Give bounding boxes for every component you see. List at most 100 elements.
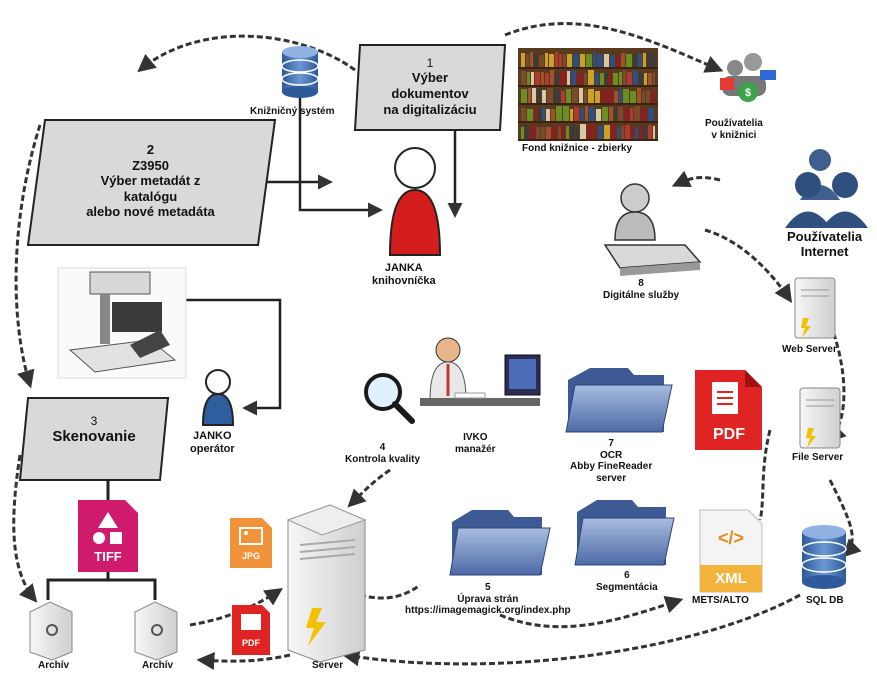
book-spine — [550, 70, 554, 85]
book-spine — [648, 108, 654, 121]
step2-line-4: alebo nové metadáta — [86, 204, 215, 220]
book-spine — [593, 52, 596, 67]
ivko-role: manažér — [455, 443, 496, 455]
step3-label: 3 Skenovanie — [25, 414, 163, 446]
book-spine — [638, 54, 642, 67]
book-spine — [541, 72, 544, 85]
book-spine — [633, 71, 638, 85]
book-spine — [542, 90, 546, 103]
book-spine — [597, 54, 603, 67]
book-spine — [633, 54, 637, 67]
book-spine — [641, 108, 647, 121]
book-spine — [584, 90, 587, 103]
step7-line-1: OCR — [600, 449, 623, 461]
book-spine — [605, 72, 608, 85]
book-spine — [530, 125, 535, 139]
book-spine — [567, 54, 572, 67]
step1-label: 1 Výber dokumentov na digitalizáciu — [360, 56, 500, 117]
tiff-icon — [78, 500, 138, 572]
book-spine — [539, 55, 544, 67]
book-spine — [646, 90, 650, 103]
book-spine — [562, 125, 565, 139]
book-spine — [574, 107, 579, 121]
server-label: Server — [312, 660, 344, 671]
step2-label: 2 Z3950 Výber metadát z katalógu alebo n… — [38, 142, 263, 220]
web-server-label: Web Server — [782, 344, 837, 355]
file-server-label: File Server — [792, 452, 844, 463]
book-spine — [604, 54, 609, 67]
step1-line-3: na digitalizáciu — [383, 101, 477, 117]
step1-line-1: Výber — [411, 70, 449, 86]
shelf-board — [518, 85, 658, 87]
pdf-icon-small — [232, 605, 270, 655]
book-spine — [619, 89, 622, 103]
sql-db-icon — [801, 525, 847, 589]
manager-icon — [420, 337, 541, 406]
book-spine — [580, 108, 584, 121]
book-spine — [623, 89, 629, 103]
jpg-icon — [230, 518, 272, 568]
book-spine — [634, 106, 640, 121]
book-spine — [546, 127, 551, 139]
step4-label: 4 Kontrola kvality — [345, 442, 420, 465]
step5-line-1: Úprava strán — [457, 593, 519, 605]
book-spine — [531, 72, 534, 85]
book-spine — [555, 52, 558, 67]
step4-title: Kontrola kvality — [345, 453, 421, 465]
book-spine — [534, 108, 537, 121]
shelf-board — [518, 103, 658, 105]
library-system-label: Knižničný systém — [250, 106, 335, 117]
book-spine — [538, 107, 541, 121]
book-spine — [552, 126, 557, 139]
book-spine — [551, 109, 555, 121]
janko-name: JANKO — [193, 430, 232, 442]
pdf-icon-large — [695, 370, 762, 450]
book-spine — [643, 53, 646, 67]
book-spine — [600, 73, 604, 85]
book-spine — [624, 108, 629, 121]
book-spine — [571, 70, 576, 85]
archive-icon-2 — [134, 601, 178, 661]
xml-badge-text: XML — [715, 570, 747, 587]
step6-label: 6 Segmentácia — [596, 570, 658, 593]
shelf-board — [518, 139, 658, 141]
archive-icon-1 — [29, 601, 73, 661]
book-spine — [527, 72, 530, 85]
step6-title: Segmentácia — [596, 581, 658, 593]
book-spine — [618, 107, 623, 121]
book-spine — [631, 126, 634, 139]
book-spine — [596, 109, 601, 121]
users-library-icon: $ — [720, 53, 776, 102]
bookshelf-icon — [518, 48, 658, 141]
janko-role: operátor — [190, 442, 235, 455]
xml-icon — [699, 509, 763, 593]
sql-db-label: SQL DB — [806, 595, 844, 606]
book-spine — [572, 88, 578, 103]
step6-number: 6 — [624, 570, 630, 581]
book-spine — [577, 73, 583, 85]
step2-line-2: Výber metadát z — [100, 173, 201, 189]
book-spine — [547, 88, 553, 103]
step8-number: 8 — [638, 278, 644, 289]
step8-title: Digitálne služby — [603, 289, 680, 301]
book-spine — [585, 106, 588, 121]
tiff-branch — [46, 480, 157, 600]
step2-line-3: katalógu — [123, 188, 178, 204]
ivko-name: IVKO — [463, 432, 488, 443]
step5-line-2: https://imagemagick.org/index.php — [405, 605, 571, 616]
janka-name: JANKA — [384, 262, 423, 274]
book-spine — [526, 54, 529, 67]
book-spine — [652, 52, 655, 67]
book-spine — [604, 125, 610, 139]
book-spine — [580, 54, 585, 67]
book-spine — [639, 73, 643, 85]
ivko-label: IVKO manažér — [455, 432, 496, 455]
book-spine — [595, 73, 599, 85]
step3-box — [18, 397, 170, 481]
book-spine — [527, 109, 533, 121]
archive-label-2: Archív — [142, 660, 174, 671]
book-spine — [616, 55, 620, 67]
svg-text:$: $ — [745, 87, 751, 99]
folder-icon-ocr — [565, 368, 673, 433]
